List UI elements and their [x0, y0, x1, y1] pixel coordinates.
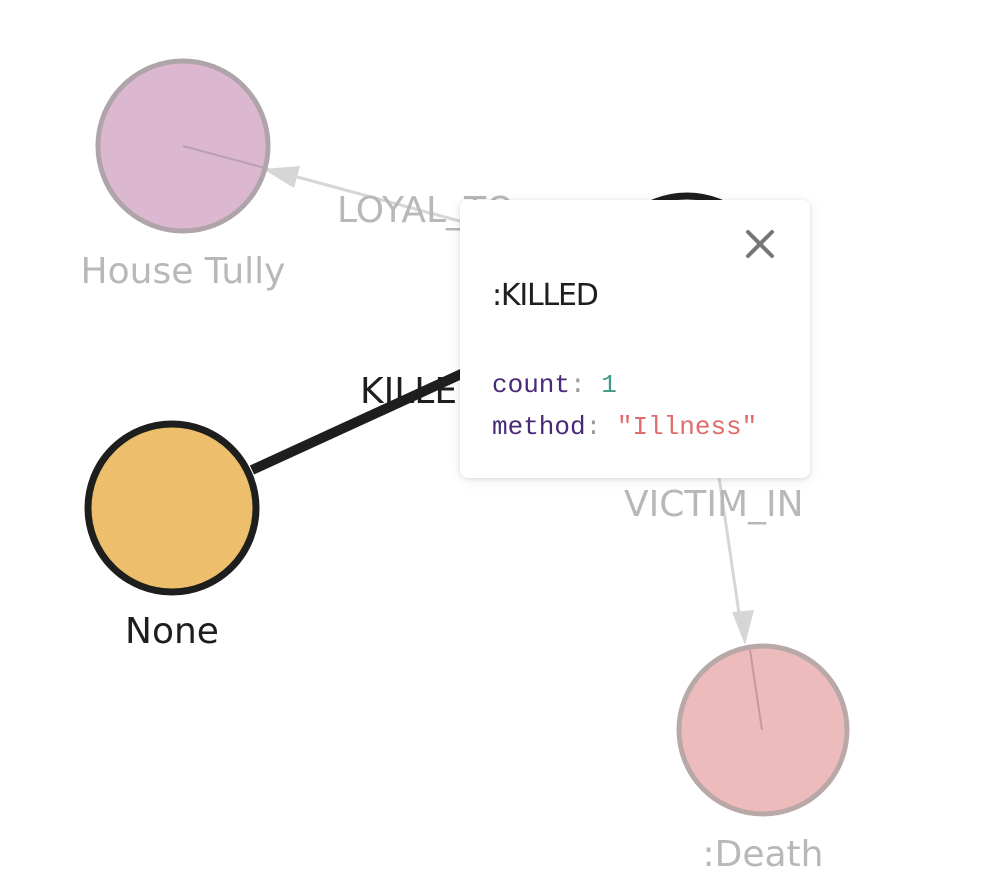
graph-edge-victim-in-overlay: [749, 649, 763, 731]
arrowhead-victim-in: [732, 610, 754, 645]
graph-edge-killed[interactable]: [249, 365, 473, 475]
graph-node-none[interactable]: [84, 420, 260, 596]
close-icon: [746, 230, 774, 258]
graph-node-death[interactable]: [676, 643, 850, 817]
node-caption-death: :Death: [703, 834, 824, 875]
property-value: "Illness": [616, 412, 758, 442]
property-key: count: [492, 370, 571, 400]
property-value: 1: [601, 370, 617, 400]
node-caption-none: None: [125, 611, 219, 652]
close-button[interactable]: [740, 224, 780, 264]
graph-edge-victim-in[interactable]: [716, 469, 742, 621]
arrowhead-loyal-to: [263, 166, 300, 188]
edge-caption-victim-in: VICTIM_IN: [624, 484, 804, 525]
property-colon: :: [570, 370, 602, 400]
property-row-method: method: "Illness": [492, 412, 757, 442]
relationship-inspector-popup: :KILLED count: 1 method: "Illness": [460, 200, 810, 478]
popup-title: :KILLED: [492, 278, 599, 313]
graph-edge-loyal-to-overlay: [182, 145, 266, 169]
property-colon: :: [585, 412, 617, 442]
property-key: method: [492, 412, 586, 442]
property-row-count: count: 1: [492, 370, 617, 400]
node-caption-house-tully: House Tully: [81, 251, 286, 292]
